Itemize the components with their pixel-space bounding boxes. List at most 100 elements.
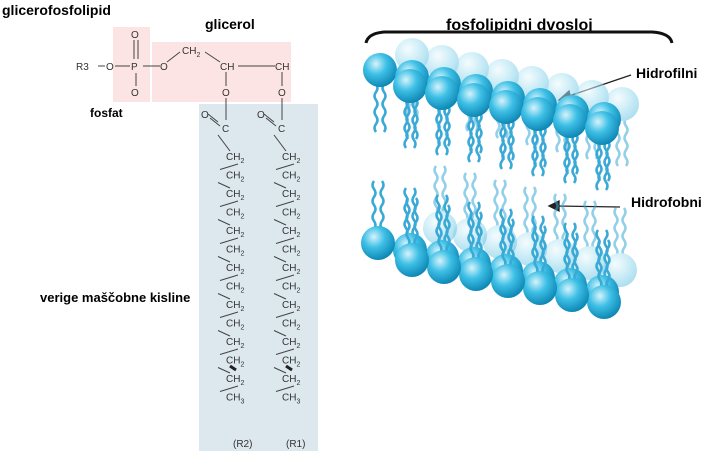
phospholipid-molecule [521, 97, 555, 177]
hydrophobic-tail [477, 211, 483, 261]
hydrophobic-tail [565, 232, 571, 282]
phospholipid-bilayer [361, 38, 639, 319]
phospholipid-molecule [361, 180, 395, 260]
bilayer-title: fosfolipidni dvosloj [446, 17, 593, 34]
chain-bond [275, 200, 295, 207]
ch2-group: CH2 [226, 226, 244, 239]
ch2-group: CH2 [226, 263, 244, 276]
r3-atom: R3 [76, 62, 89, 73]
hydrophobic-tail [531, 215, 537, 265]
phospholipid-molecule [489, 90, 523, 170]
hydrophobic-tail [437, 204, 443, 254]
chain-bond [275, 274, 295, 281]
bilayer-bracket [364, 30, 674, 44]
ch-group: CH [275, 62, 289, 73]
hydrophobic-tail [539, 127, 545, 177]
chain-bond [275, 163, 295, 170]
hydrophobic-tail [541, 225, 547, 275]
chain-bond [217, 293, 231, 300]
hydrophobic-tail [445, 204, 451, 254]
phospholipid-molecule [491, 218, 525, 298]
hydrophilic-head [425, 76, 459, 110]
glycerophospholipid-label: glicerofosfolipid [2, 2, 111, 18]
chain-bond [219, 163, 239, 170]
hydrophobic-tail [573, 232, 579, 282]
hydrophobic-tail [443, 106, 449, 156]
hydrophobic-tail [435, 106, 441, 156]
ch-group: CH [220, 62, 234, 73]
double-bond-mark [229, 364, 237, 372]
hydrophobic-tail [381, 83, 387, 133]
ch2-group: CH2 [282, 356, 300, 369]
hydrophobic-tail [467, 201, 473, 251]
chain-bond [273, 219, 287, 226]
hydrophobic-tail [583, 200, 589, 250]
phospholipid-molecule [427, 204, 461, 284]
ch2-group: CH2 [226, 171, 244, 184]
hydrophobic-tail [499, 120, 505, 170]
phospholipid-molecule [425, 76, 459, 156]
ch2-group: CH2 [226, 300, 244, 313]
ch2-group: CH2 [226, 245, 244, 258]
hydrophobic-tail [603, 141, 609, 191]
phosphate-label: fosfat [90, 106, 123, 120]
hydrophobic-tail [507, 120, 513, 170]
fatty-acid-chain-bonds [217, 134, 295, 392]
chain-bond [219, 385, 239, 392]
hydrophilic-label: Hidrofilni [636, 65, 698, 81]
phospholipid-molecule [587, 239, 621, 319]
ch2-group: CH2 [282, 300, 300, 313]
hydrophobic-tail [499, 208, 505, 258]
hydrophobic-tail [463, 172, 469, 222]
ch2-group: CH2 [282, 245, 300, 258]
chain-bond [273, 330, 287, 337]
oxygen-atom: O [106, 62, 114, 73]
ch2-group: CH2 [282, 171, 300, 184]
phospholipid-molecule [585, 111, 619, 191]
hydrophobic-tail [533, 225, 539, 275]
hydrophobic-tail [471, 172, 477, 222]
ch2-group: CH2 [226, 319, 244, 332]
hydrophilic-head [587, 285, 621, 319]
hydrophobic-tail [405, 197, 411, 247]
chain-bond [275, 348, 295, 355]
ch2-group: CH2 [226, 337, 244, 350]
hydrophilic-head [555, 278, 589, 312]
fatty-acid-chains-label: verige maščobne kisline [40, 290, 191, 305]
glycerol-label: glicerol [205, 16, 255, 32]
chain-bond [219, 311, 239, 318]
hydrophilic-head [427, 250, 461, 284]
ch2-group: CH2 [226, 282, 244, 295]
phosphate-highlight-box [113, 27, 150, 102]
ch2-group: CH2 [226, 356, 244, 369]
hydrophilic-head [361, 226, 395, 260]
hydrophilic-head [491, 264, 525, 298]
hydrophobic-tail [475, 113, 481, 163]
hydrophobic-tail [371, 180, 377, 230]
hydrophobic-tail [623, 117, 629, 167]
ch2-group: CH2 [282, 208, 300, 221]
hydrophobic-tail [531, 127, 537, 177]
carbonyl-carbon: C [278, 124, 285, 135]
oxygen-atom: O [131, 88, 139, 99]
hydrophobic-tail [493, 179, 499, 229]
ch2-group: CH2 [282, 226, 300, 239]
chain-bond [219, 237, 239, 244]
hydrophobic-tail [403, 99, 409, 149]
phospholipid-molecule [457, 83, 491, 163]
hydrophobic-tail [561, 193, 567, 243]
hydrophobic-tail [435, 194, 441, 244]
chain-bond [219, 348, 239, 355]
chain-bond [217, 330, 231, 337]
hydrophobic-tail [501, 218, 507, 268]
oxygen-atom: O [131, 30, 139, 41]
hydrophobic-tail [509, 218, 515, 268]
ch2-group: CH2 [226, 152, 244, 165]
chain-bond [217, 367, 231, 374]
hydrophobic-tail [379, 180, 385, 230]
ch2-group: CH2 [282, 189, 300, 202]
ch2-group: CH3 [226, 393, 244, 406]
phosphorus-atom: P [131, 62, 138, 73]
ch2-group: CH3 [282, 393, 300, 406]
